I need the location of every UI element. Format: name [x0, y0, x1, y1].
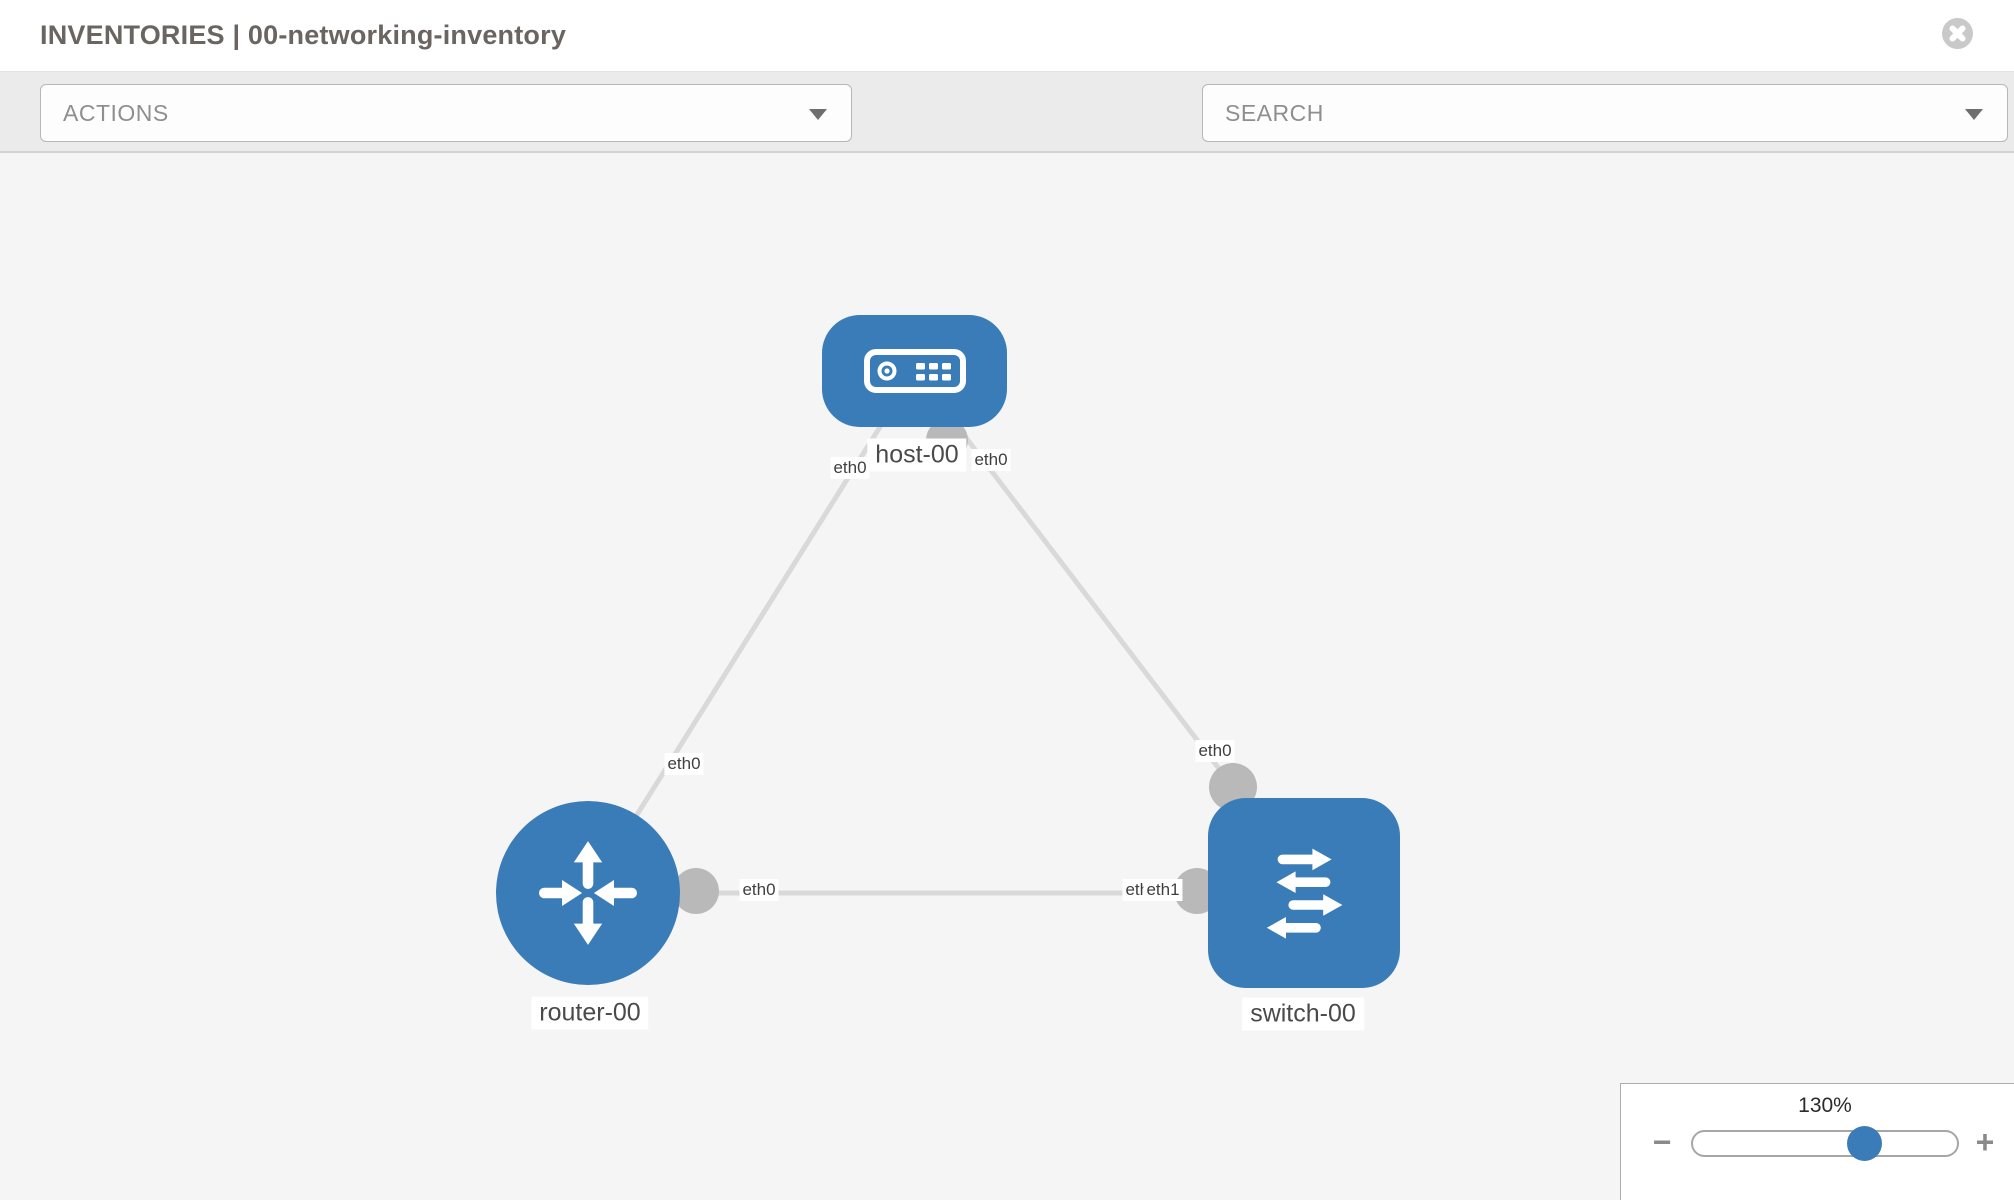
interface-label: eth0: [664, 753, 704, 775]
router-icon: [539, 841, 637, 945]
zoom-level-label: 130%: [1798, 1094, 1852, 1117]
interface-connector-router: [673, 868, 719, 914]
toolbar: ACTIONS: [0, 72, 2014, 201]
node-router-00[interactable]: [496, 801, 680, 985]
zoom-slider-thumb[interactable]: [1847, 1126, 1882, 1161]
actions-dropdown[interactable]: ACTIONS: [40, 84, 852, 142]
host-icon: [863, 349, 966, 393]
chevron-down-icon: [1965, 109, 1983, 120]
close-button[interactable]: [1942, 18, 1973, 49]
close-icon: [1949, 25, 1966, 42]
interface-label: eth0: [1195, 740, 1235, 762]
zoom-in-button[interactable]: +: [1975, 1124, 1995, 1160]
interface-label: eth0: [739, 879, 779, 901]
topology-canvas[interactable]: host-00 router-00 switch-00 eth0 eth0 et…: [0, 155, 2014, 1200]
interface-label: eth1: [1143, 879, 1183, 901]
node-label-switch: switch-00: [1242, 997, 1364, 1031]
zoom-panel: 130% − +: [1620, 1083, 2014, 1200]
interface-label: eth0: [830, 457, 870, 479]
zoom-slider-track[interactable]: [1691, 1130, 1959, 1157]
interface-label: eth0: [971, 449, 1011, 471]
search-input[interactable]: [1225, 99, 2007, 127]
search-dropdown[interactable]: [1202, 84, 2008, 142]
actions-label: ACTIONS: [63, 99, 169, 126]
node-label-host: host-00: [867, 438, 967, 472]
node-host-00[interactable]: [822, 315, 1007, 427]
header: INVENTORIES | 00-networking-inventory: [0, 0, 2014, 72]
switch-icon: [1266, 848, 1343, 939]
zoom-out-button[interactable]: −: [1652, 1124, 1672, 1160]
chevron-down-icon: [809, 109, 827, 120]
page-title: INVENTORIES | 00-networking-inventory: [40, 20, 567, 50]
node-label-router: router-00: [531, 996, 649, 1030]
topology-links-layer: [585, 369, 1307, 914]
node-switch-00[interactable]: [1208, 798, 1400, 988]
